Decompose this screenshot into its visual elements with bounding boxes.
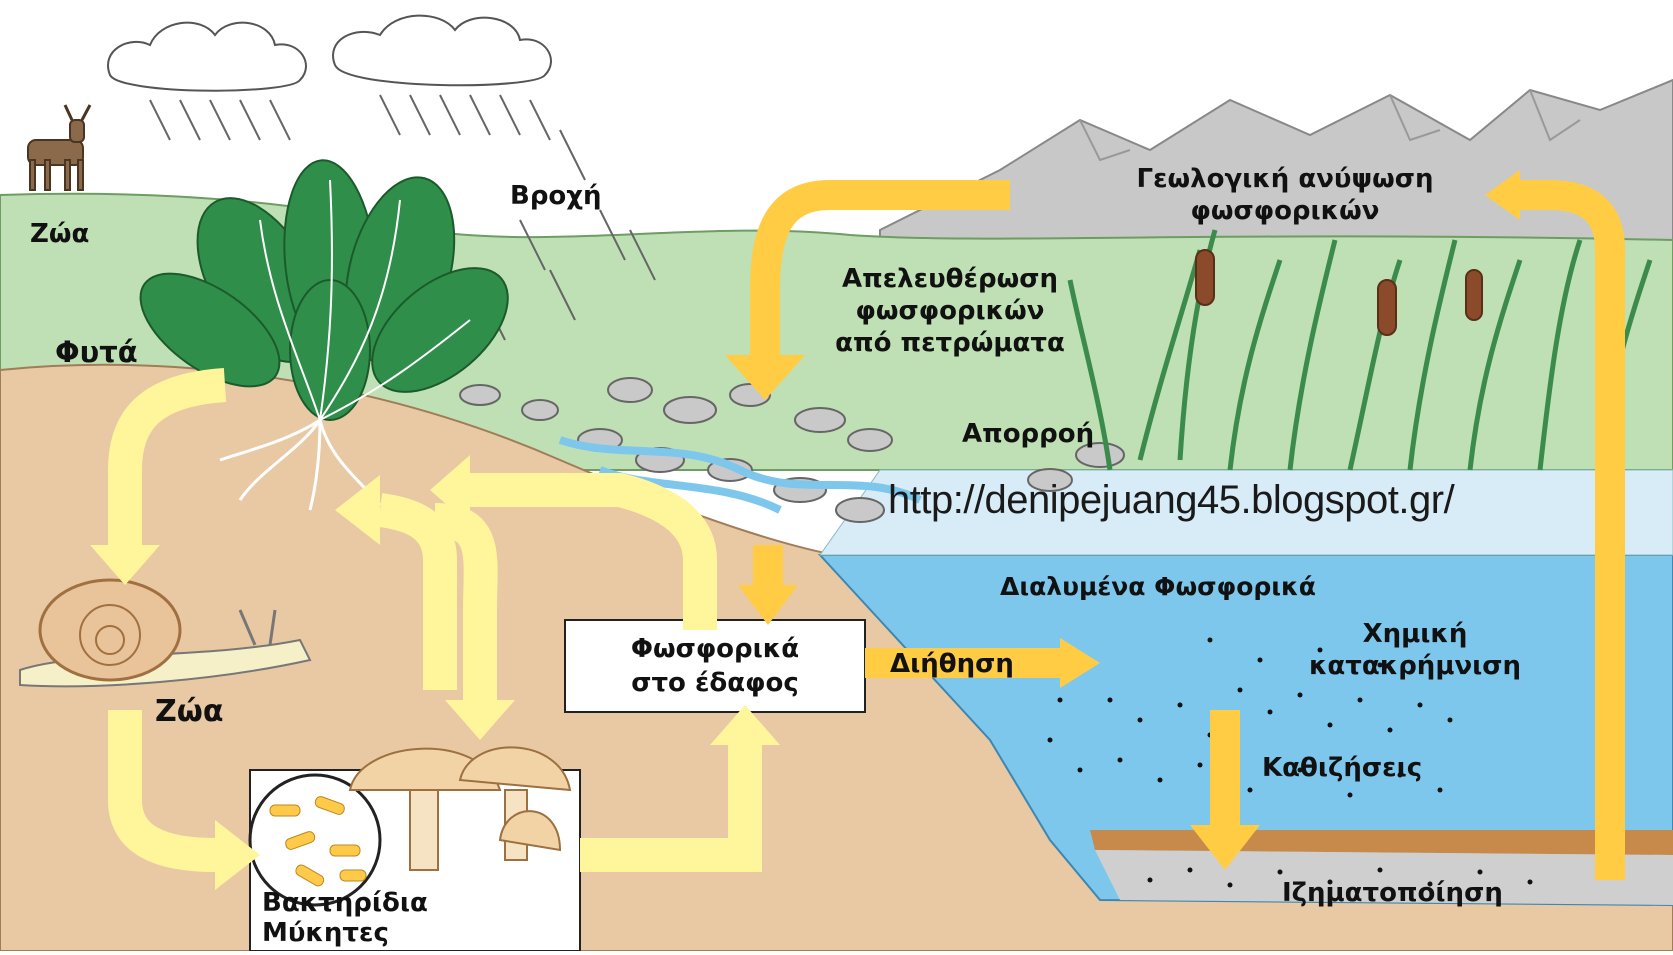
label-decomposers: Βακτηρίδια Μύκητες [262,888,428,948]
label-release-line3: από πετρώματα [785,327,1115,359]
label-plants: Φυτά [55,336,138,368]
bacteria-icon [250,775,380,905]
label-sedimentation: Ιζηματοποίηση [1282,877,1503,909]
label-soil-phosphates-line1: Φωσφορικά [567,632,863,666]
label-animals-bottom: Ζώα [155,696,223,728]
label-chemical-line1: Χημική [1260,618,1570,650]
label-rain: Βροχή [510,180,602,212]
label-chemical-precipitation: Χημική κατακρήμνιση [1260,618,1570,682]
label-chemical-line2: κατακρήμνιση [1260,650,1570,682]
label-geological-uplift-line1: Γεωλογική ανύψωση [1080,163,1490,195]
label-decomposers-line2: Μύκητες [262,918,428,948]
label-release: Απελευθέρωση φωσφορικών από πετρώματα [785,263,1115,359]
label-runoff: Απορροή [962,418,1094,450]
label-diffusion: Διήθηση [890,648,1014,680]
label-geological-uplift: Γεωλογική ανύψωση φωσφορικών [1080,163,1490,227]
label-decomposers-line1: Βακτηρίδια [262,888,428,918]
label-release-line1: Απελευθέρωση [785,263,1115,295]
cloud-icon [108,16,551,91]
label-settling: Καθιζήσεις [1262,752,1422,784]
label-animals-top: Ζώα [30,218,89,250]
label-soil-phosphates: Φωσφορικά στο έδαφος [567,632,863,700]
watermark-url: http://denipejuang45.blogspot.gr/ [888,478,1454,523]
label-geological-uplift-line2: φωσφορικών [1080,195,1490,227]
deer-icon [28,105,90,190]
label-release-line2: φωσφορικών [785,295,1115,327]
label-dissolved-phosphates: Διαλυμένα Φωσφορικά [1000,571,1316,603]
label-soil-phosphates-line2: στο έδαφος [567,666,863,700]
